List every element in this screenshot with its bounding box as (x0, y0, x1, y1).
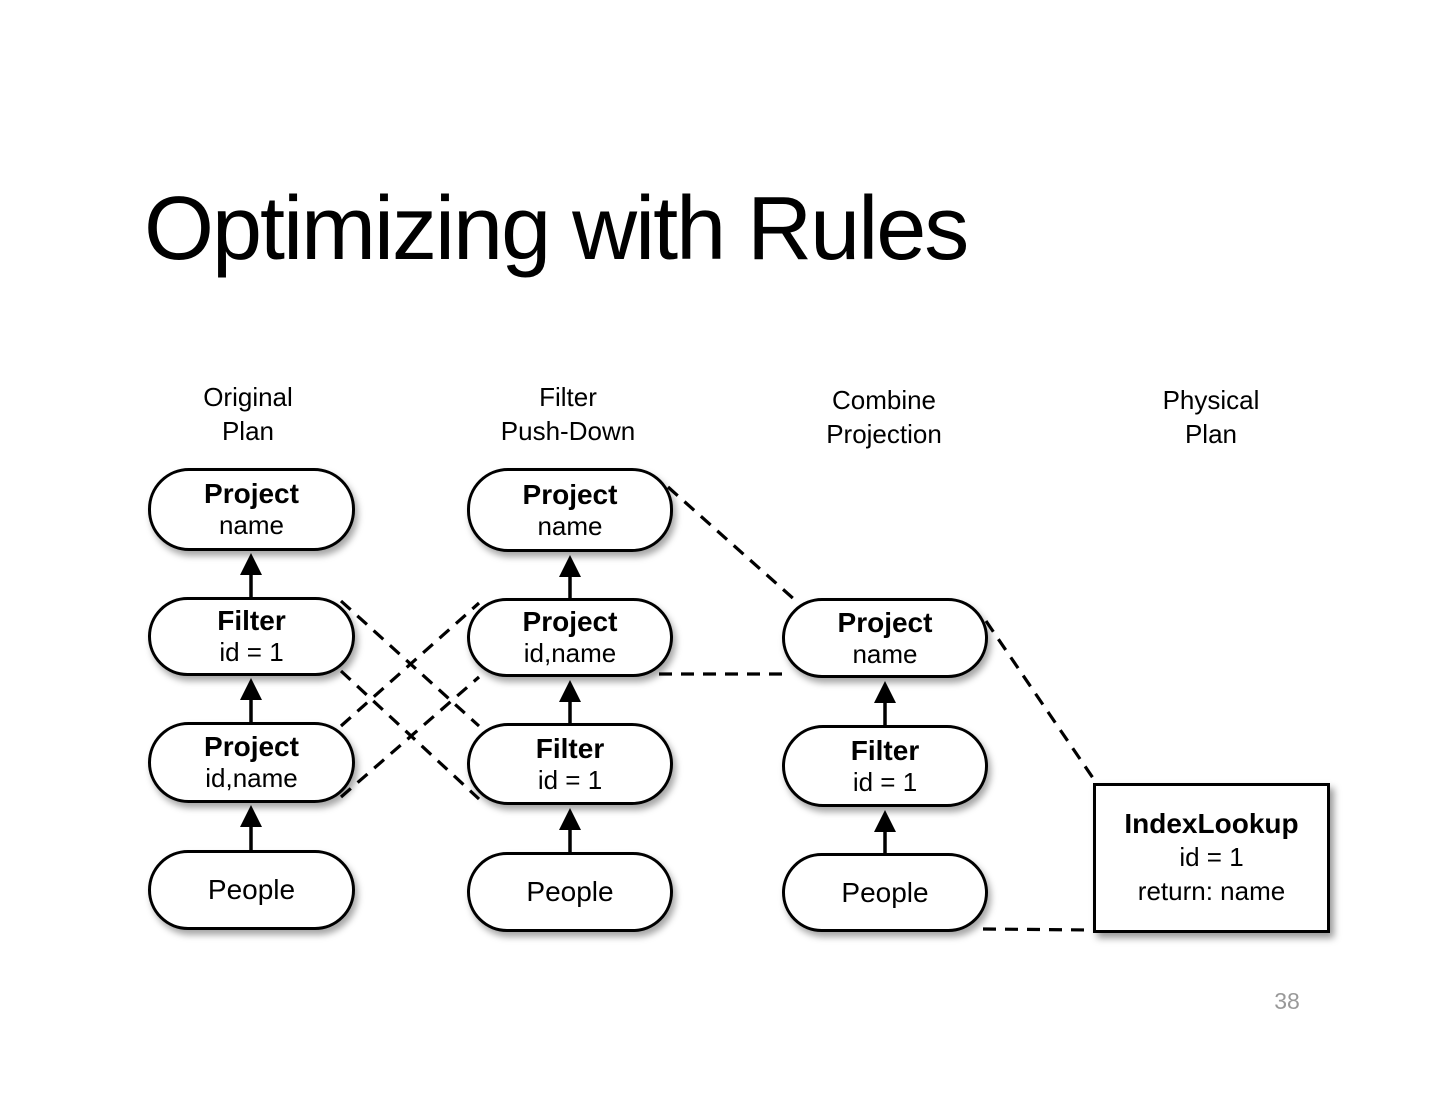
column-header-filter-push-down: Filter Push-Down (458, 380, 678, 448)
node-label: Project (204, 731, 299, 762)
arrow-up-head (559, 555, 581, 577)
arrow-up-head (240, 805, 262, 827)
node-detail: return: name (1137, 876, 1286, 906)
mapping-dashed-line-project-bottom (339, 675, 481, 799)
node-detail: name (852, 638, 918, 669)
node-label: People (841, 876, 929, 908)
column-header-physical-plan: Physical Plan (1101, 383, 1321, 451)
node-detail: id,name (205, 763, 298, 793)
node-detail: id = 1 (219, 637, 284, 667)
arrow-up-head (874, 810, 896, 832)
mapping-dashed-line-project-to-indexlookup (984, 620, 1097, 782)
header-line: Filter (539, 382, 597, 412)
node-label: Project (204, 478, 299, 509)
mapping-dashed-line-projectname-to-combined (666, 485, 797, 602)
node-pushdown-people: People (467, 852, 673, 932)
node-detail: id = 1 (852, 766, 918, 797)
node-label: Filter (850, 734, 920, 766)
column-header-combine-projection: Combine Projection (774, 383, 994, 451)
node-original-project-name: Project name (148, 468, 355, 551)
node-label: Project (522, 478, 618, 510)
node-label: Filter (217, 605, 286, 636)
node-combine-filter: Filter id = 1 (782, 725, 988, 807)
node-label: Project (522, 606, 618, 637)
node-pushdown-project-id-name: Project id,name (467, 598, 673, 677)
node-detail: id = 1 (537, 764, 603, 795)
header-line: Push-Down (500, 416, 636, 446)
header-line: Physical (1162, 385, 1260, 415)
node-label: Project (837, 606, 933, 638)
arrow-up-head (240, 678, 262, 700)
mapping-dashed-line-people-to-indexlookup (982, 927, 1093, 932)
header-line: Plan (1184, 419, 1238, 449)
arrow-up-head (559, 808, 581, 830)
header-line: Projection (826, 419, 942, 449)
arrow-up-head (240, 553, 262, 575)
arrow-up-head (559, 680, 581, 702)
node-detail: name (218, 510, 285, 540)
arrow-up-head (874, 681, 896, 703)
mapping-dashed-line-project-top (339, 601, 481, 728)
header-line: Original (203, 382, 293, 412)
node-label: People (526, 876, 614, 907)
node-detail: name (537, 510, 603, 541)
node-pushdown-project-name: Project name (467, 468, 673, 552)
node-label: People (207, 874, 296, 905)
node-label: IndexLookup (1124, 808, 1299, 839)
node-detail: id,name (523, 638, 617, 668)
node-original-filter: Filter id = 1 (148, 597, 355, 676)
header-line: Combine (831, 385, 937, 415)
column-header-original-plan: Original Plan (138, 380, 358, 448)
node-physical-index-lookup: IndexLookup id = 1 return: name (1093, 783, 1330, 933)
slide-title: Optimizing with Rules (144, 179, 969, 279)
node-pushdown-filter: Filter id = 1 (467, 723, 673, 805)
page-number: 38 (1274, 988, 1300, 1014)
header-line: Plan (221, 416, 275, 446)
mapping-dashed-line-filter-top (339, 599, 481, 728)
node-original-project-id-name: Project id,name (148, 722, 355, 803)
node-detail: id = 1 (1179, 842, 1244, 872)
node-label: Filter (535, 732, 605, 764)
mapping-dashed-line-filter-bottom (339, 669, 481, 801)
node-combine-people: People (782, 853, 988, 932)
node-original-people: People (148, 850, 355, 930)
node-combine-project-name: Project name (782, 598, 988, 678)
